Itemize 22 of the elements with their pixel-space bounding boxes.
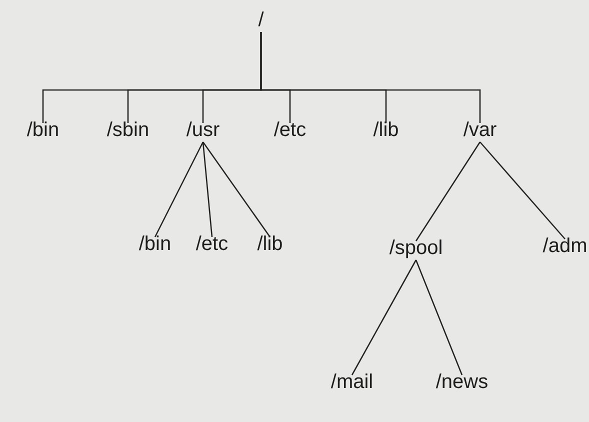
directory-label: /etc xyxy=(196,233,228,255)
directory-label: /lib xyxy=(257,233,283,255)
directory-label: /lib xyxy=(373,119,399,141)
directory-label: /news xyxy=(436,371,488,393)
directory-label: /usr xyxy=(186,119,220,141)
tree-line xyxy=(415,142,481,242)
directory-label: /var xyxy=(463,119,497,141)
tree-line xyxy=(415,260,463,376)
tree-line xyxy=(202,142,271,238)
tree-line xyxy=(154,142,204,238)
directory-label: /bin xyxy=(26,119,60,141)
directory-label: /bin xyxy=(138,233,172,255)
directory-label: /mail xyxy=(330,371,374,393)
directory-label: /sbin xyxy=(106,119,150,141)
tree-line xyxy=(480,142,566,240)
tree-line xyxy=(260,32,481,123)
tree-line xyxy=(202,142,213,238)
directory-label: / xyxy=(258,9,264,31)
tree-line xyxy=(351,260,417,376)
directory-label: /spool xyxy=(389,237,443,259)
directory-label: /etc xyxy=(274,119,306,141)
directory-label: /adm xyxy=(542,235,588,257)
